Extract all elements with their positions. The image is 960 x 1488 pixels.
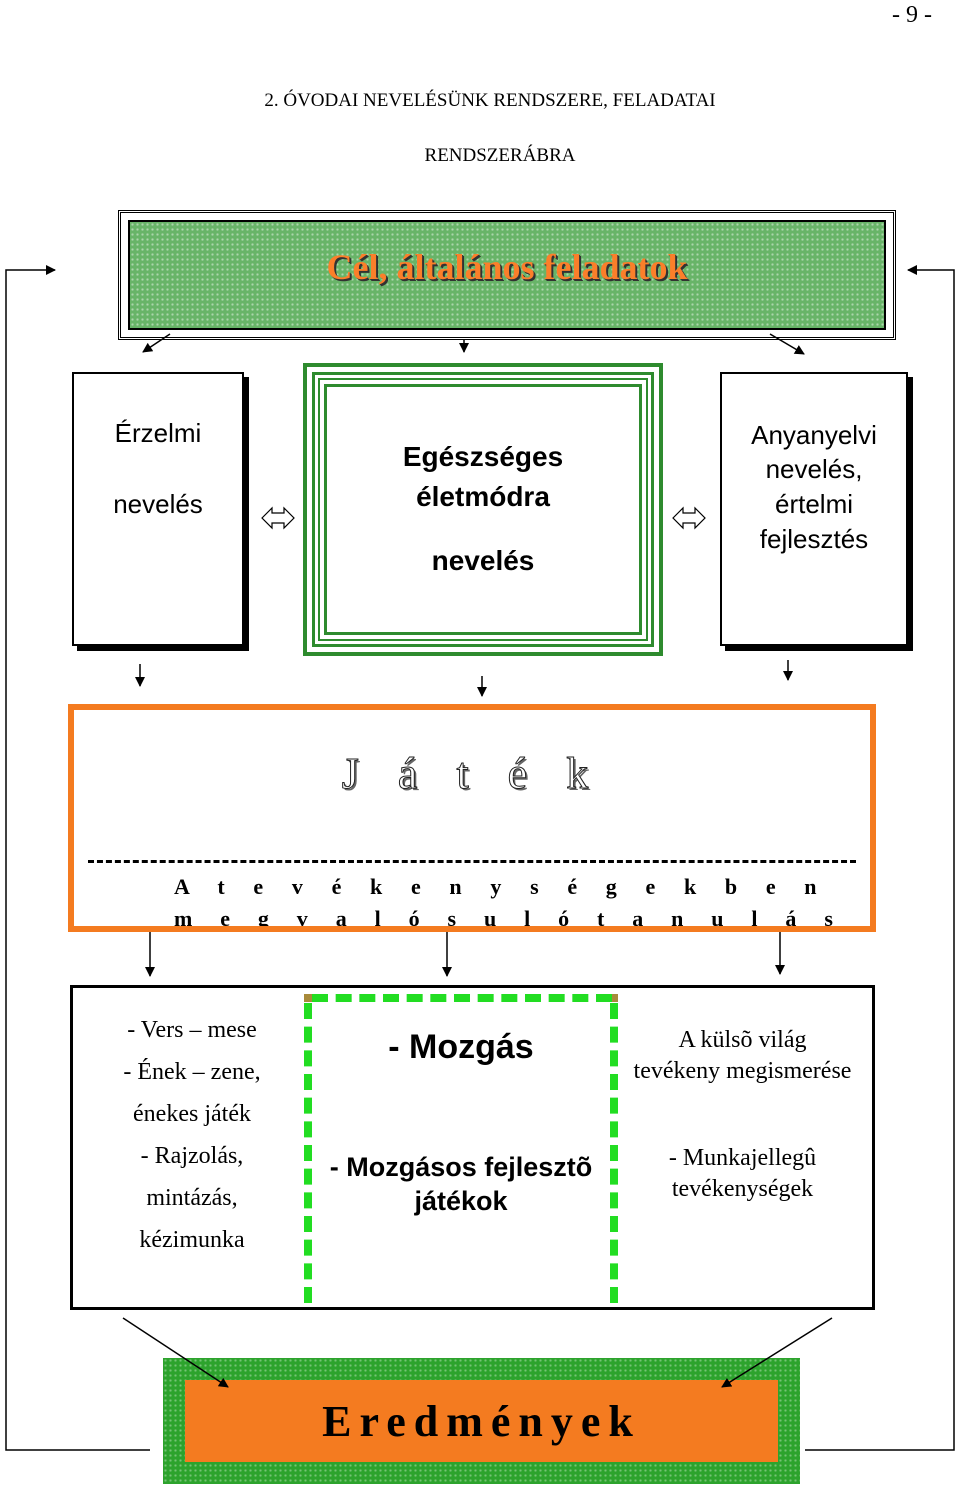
activity-item: kézimunka <box>139 1227 245 1253</box>
emotional-line-1: Érzelmi <box>114 418 202 448</box>
game-title: J á t é k <box>341 749 603 799</box>
green-dashed-left <box>304 1003 312 1303</box>
game-subtitle-line-2: m e g v a l ó s u l ó t a n u l á s <box>174 906 845 931</box>
results-box-fill: Eredmények <box>185 1380 778 1462</box>
corner-marker <box>610 994 618 1002</box>
arrow-activities-to-results-left <box>122 1317 229 1388</box>
activity-item: - Vers – mese <box>127 1017 257 1043</box>
language-line-4: fejlesztés <box>759 524 869 554</box>
results-box: Eredmények <box>163 1358 800 1484</box>
arrow-goal-to-language <box>769 333 805 355</box>
activity-item: mintázás, <box>146 1185 238 1211</box>
emotional-line-2: nevelés <box>113 489 203 519</box>
outer-world-line-1: A külsõ világ <box>678 1027 807 1053</box>
green-dashed-right <box>610 1003 618 1303</box>
health-frame-ring <box>324 384 642 635</box>
bidirectional-arrow-right <box>672 506 706 530</box>
health-frame-ring <box>312 372 654 647</box>
emotional-education-box: Érzelmi nevelés <box>72 372 244 646</box>
language-line-1: Anyanyelvi <box>751 420 877 450</box>
game-subtitle-line-1: A t e v é k e n y s é g e k b e n <box>174 874 829 899</box>
language-line-2: nevelés, <box>765 454 863 484</box>
outer-world-line-2: tevékeny megismerése <box>633 1058 852 1084</box>
movement-games-line-1: - Mozgásos fejlesztõ <box>329 1152 593 1182</box>
language-education-box: Anyanyelvi nevelés, értelmi fejlesztés <box>720 372 908 646</box>
feedback-line-right <box>805 265 955 1451</box>
dashed-divider <box>88 860 856 863</box>
activity-item: énekes játék <box>133 1101 251 1127</box>
bidirectional-arrow-left <box>261 506 295 530</box>
health-line-1: Egészséges <box>402 441 564 472</box>
activity-item: - Ének – zene, <box>123 1059 261 1085</box>
arrow-activities-to-results-right <box>721 1317 833 1388</box>
page-number: - 9 - <box>892 2 932 28</box>
arrow-goal-to-emotional <box>142 333 171 353</box>
activity-item: - Rajzolás, <box>140 1143 244 1169</box>
activities-box <box>70 985 875 1310</box>
feedback-line-left <box>5 265 150 1451</box>
healthy-lifestyle-box: Egészséges életmódra nevelés <box>303 363 663 656</box>
health-line-3: nevelés <box>431 545 535 576</box>
goal-box: Cél, általános feladatok <box>118 210 896 340</box>
document-subheading: RENDSZERÁBRA <box>424 145 576 166</box>
language-line-3: értelmi <box>774 489 853 519</box>
work-activities-line-2: tevékenységek <box>671 1176 814 1202</box>
results-title: Eredmények <box>322 1396 641 1446</box>
health-frame-ring <box>318 378 648 641</box>
work-activities-line-1: - Munkajellegû <box>668 1145 817 1171</box>
goal-box-fill: Cél, általános feladatok <box>128 220 886 330</box>
game-box: J á t é k A t e v é k e n y s é g e k b … <box>68 704 876 932</box>
corner-marker <box>304 994 312 1002</box>
green-dashed-top <box>312 994 612 1002</box>
goal-title: Cél, általános feladatok <box>326 247 688 287</box>
document-heading: 2. ÓVODAI NEVELÉSÜNK RENDSZERE, FELADATA… <box>264 90 716 111</box>
movement-games-line-2: játékok <box>414 1186 508 1216</box>
health-line-2: életmódra <box>416 481 550 512</box>
movement-title: - Mozgás <box>388 1028 534 1066</box>
